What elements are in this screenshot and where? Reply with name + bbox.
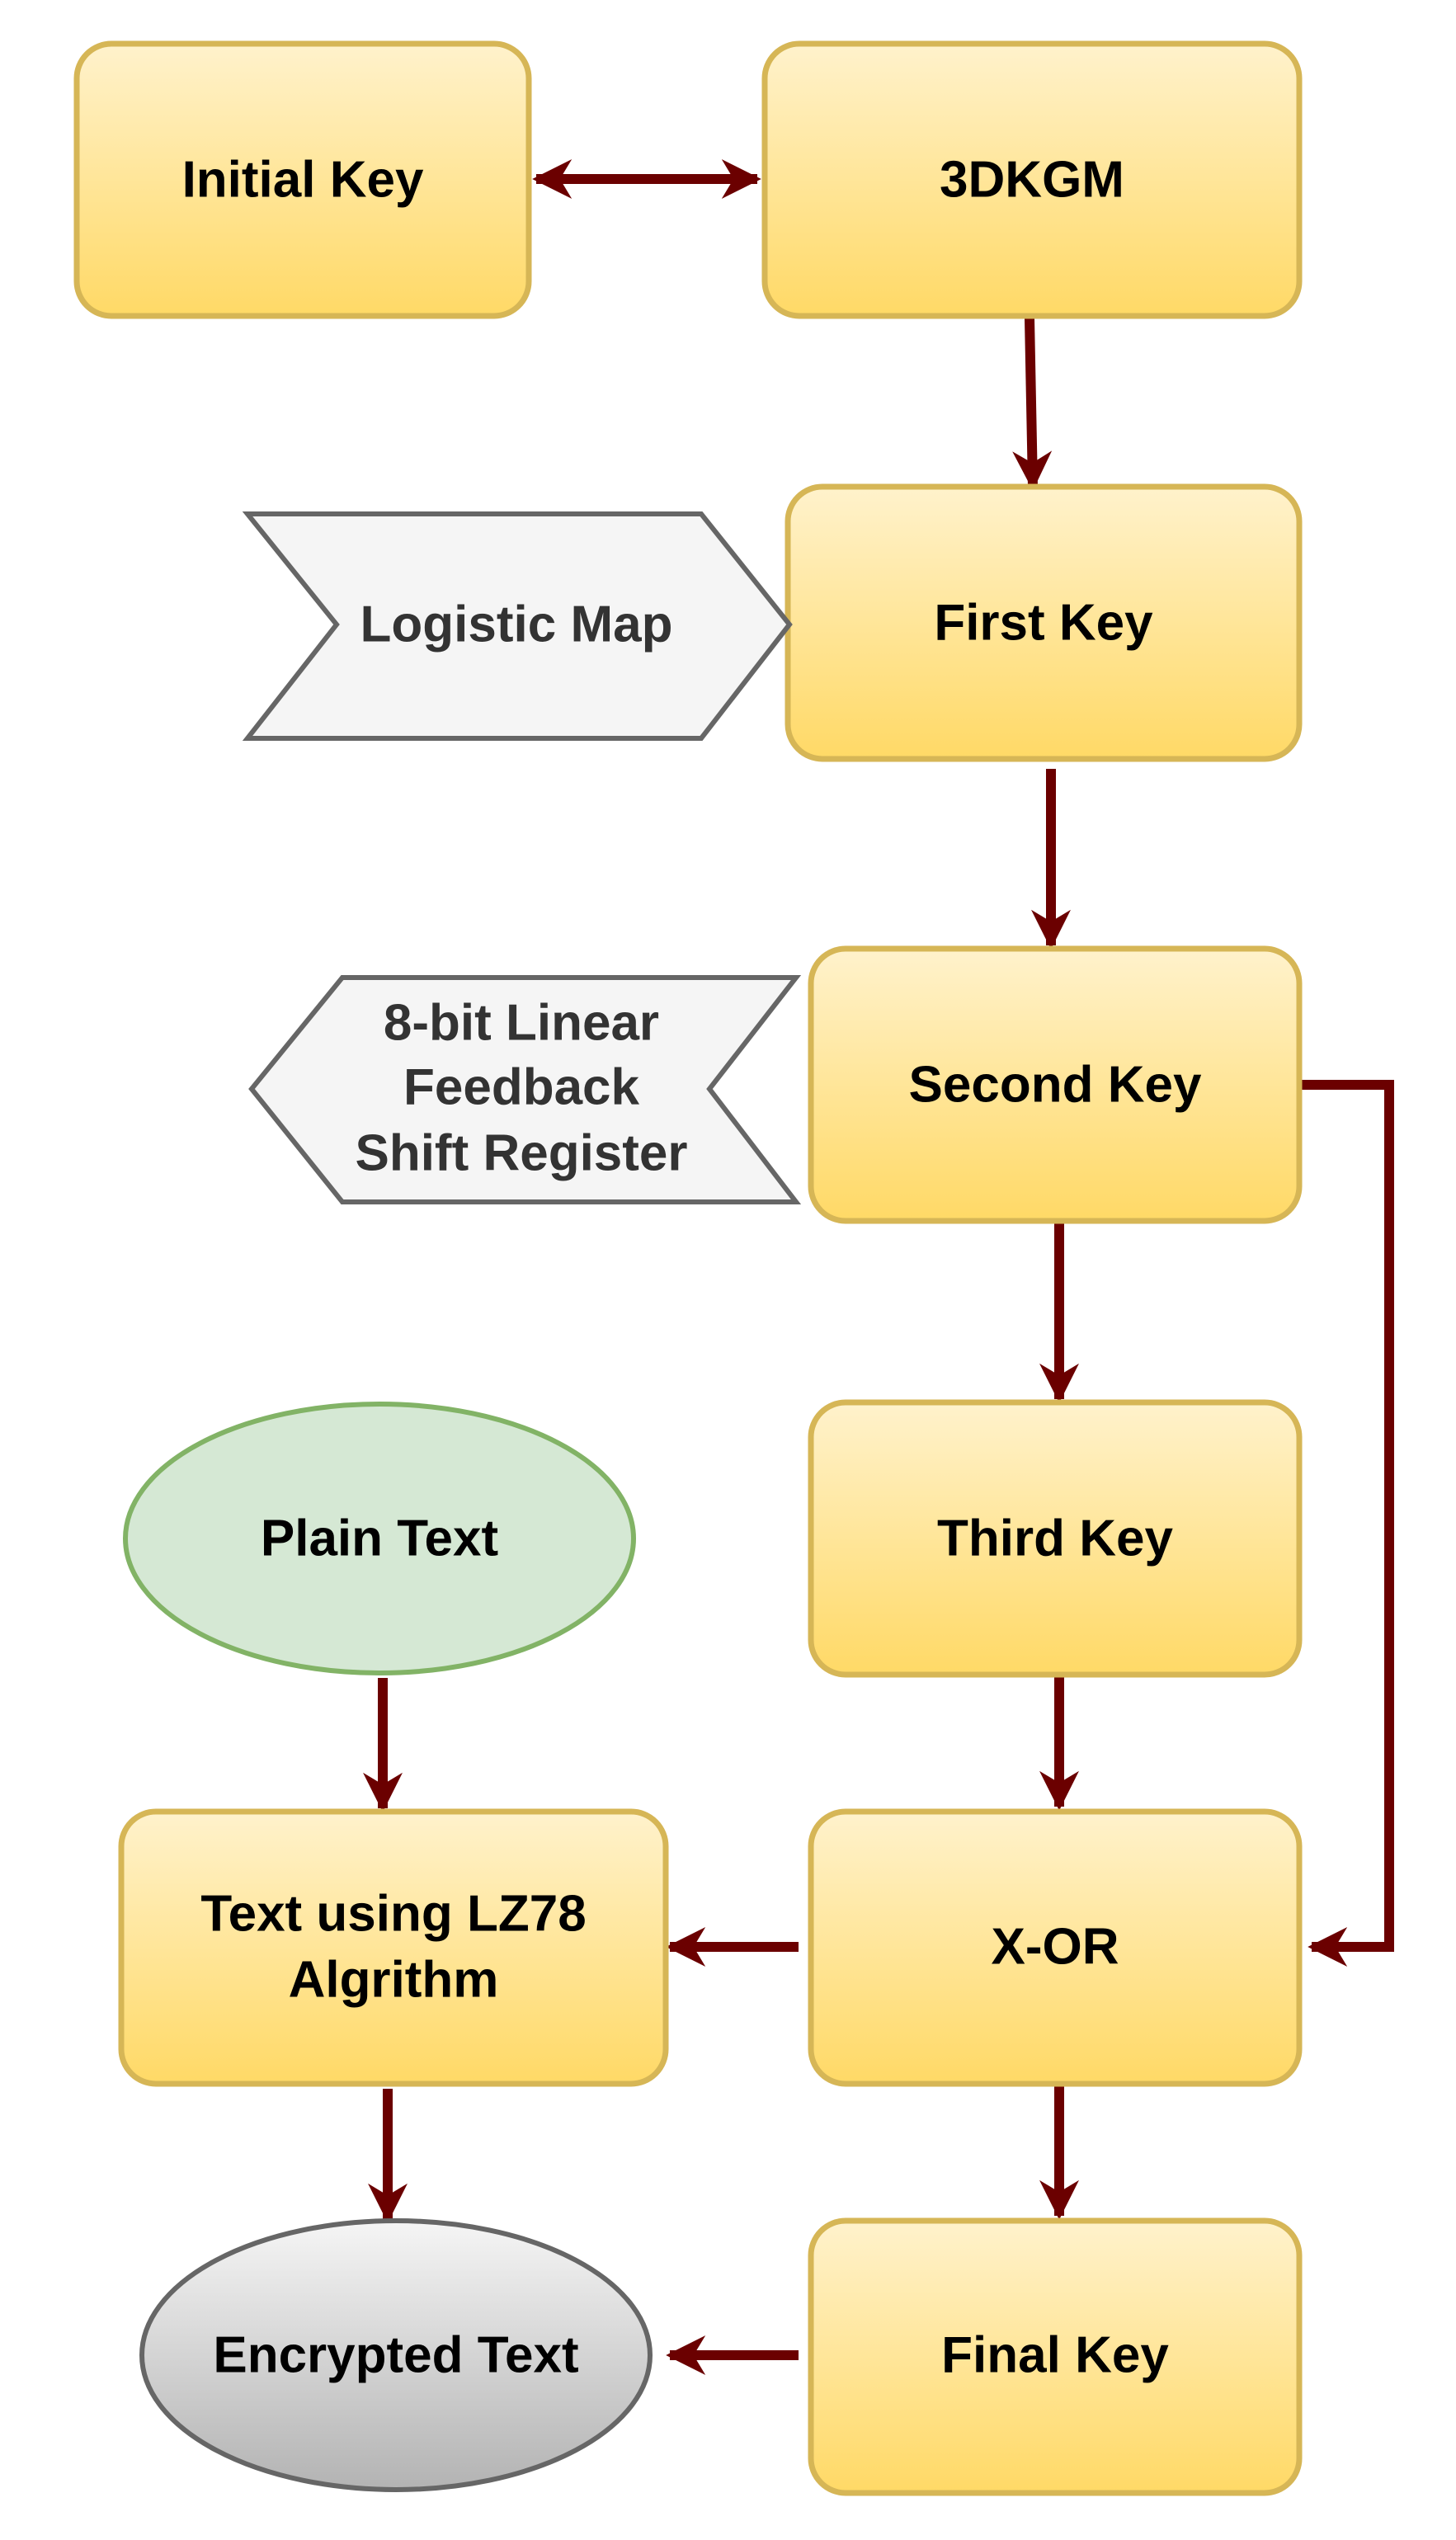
second-key-label: Second Key [909,1057,1202,1114]
xor-box [808,1808,1303,2087]
third-key-box [808,1399,1303,1678]
logistic-map-label: Logistic Map [360,596,673,653]
initial-key-label: Initial Key [182,152,424,209]
lfsr-label-line2: Feedback [403,1059,640,1116]
third-key-label: Third Key [937,1510,1173,1567]
final-key-label: Final Key [941,2327,1169,2384]
initial-key-box [73,40,532,319]
plain-text-label: Plain Text [261,1510,498,1567]
lz78-label-line1: Text using LZ78 [200,1886,586,1943]
plain-text-ellipse [123,1402,636,1675]
arrow-kgm-firstkey [1012,318,1053,491]
final-key-box [808,2217,1303,2496]
lfsr-label-line1: 8-bit Linear [384,995,659,1052]
arrow-secondkey-xor-loop [1302,1080,1394,1967]
kgm-box [761,40,1303,319]
lz78-label-line2: Algrithm [289,1952,499,2009]
lfsr-shape [248,975,802,1204]
lfsr-label-line3: Shift Register [355,1125,687,1182]
second-key-box [808,945,1303,1224]
logistic-map-shape [242,511,793,741]
kgm-label: 3DKGM [940,152,1124,209]
encrypted-text-label: Encrypted Text [213,2327,578,2384]
encrypted-text-ellipse [139,2218,653,2492]
lz78-box [118,1808,669,2087]
first-key-label: First Key [934,595,1153,652]
xor-label: X-OR [992,1919,1119,1976]
